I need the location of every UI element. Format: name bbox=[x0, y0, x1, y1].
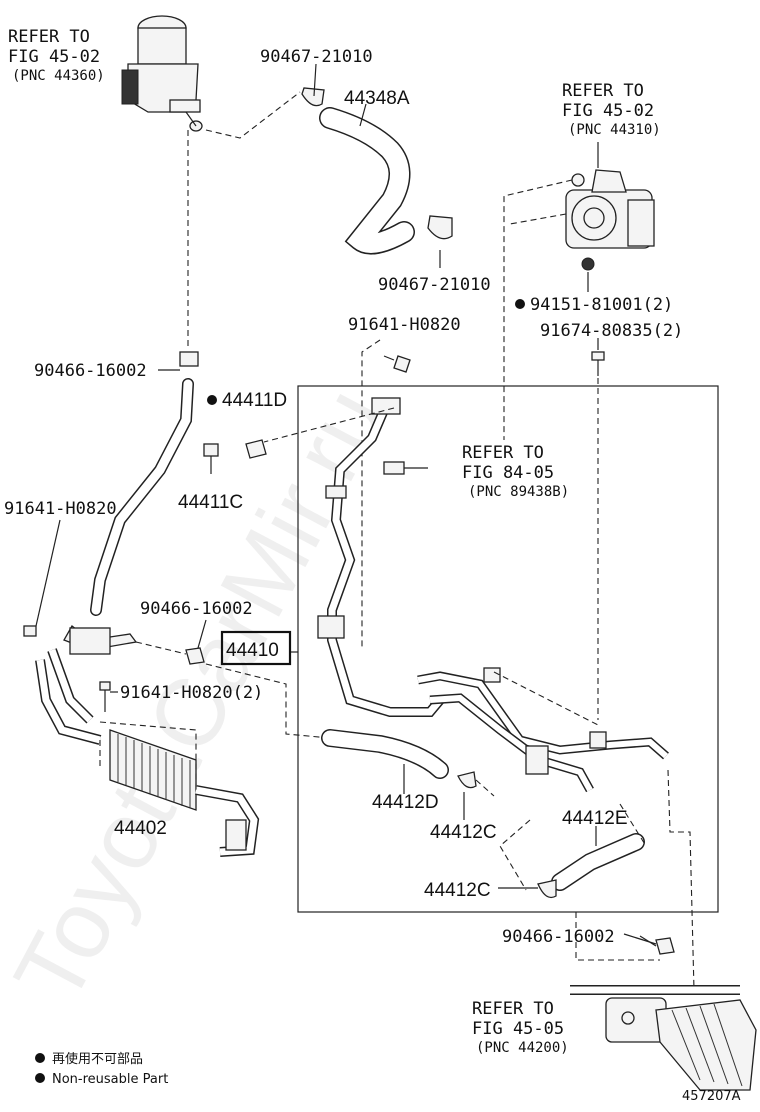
ref-pump-line3: (PNC 44310) bbox=[568, 122, 661, 138]
part-90466-16002-mid: 90466-16002 bbox=[140, 599, 253, 619]
tube-assembly-icon bbox=[417, 667, 669, 793]
ref-gear-line2: FIG 45-05 bbox=[472, 1019, 564, 1039]
clamp-icon bbox=[457, 771, 477, 789]
reservoir-icon bbox=[121, 15, 203, 132]
part-90467-21010-top: 90467-21010 bbox=[260, 47, 373, 67]
part-44410: 44410 bbox=[226, 640, 279, 661]
hose-44348A-icon bbox=[319, 107, 415, 255]
part-44412E: 44412E bbox=[562, 808, 628, 829]
bolt-icon bbox=[383, 355, 411, 373]
legend-en: Non-reusable Part bbox=[52, 1072, 168, 1087]
hose-44412D-icon bbox=[321, 729, 449, 779]
part-90467-21010-mid: 90467-21010 bbox=[378, 275, 491, 295]
clamp-icon bbox=[185, 647, 205, 665]
clamp-icon bbox=[655, 937, 675, 955]
ref-reservoir-line3: (PNC 44360) bbox=[12, 68, 105, 84]
part-91641-H0820-2: 91641-H0820(2) bbox=[120, 683, 263, 703]
clamp-icon bbox=[245, 439, 267, 459]
bolt-icon bbox=[23, 625, 37, 637]
assembly-box bbox=[297, 385, 719, 913]
ref-sensor-line3: (PNC 89438B) bbox=[468, 484, 569, 500]
non-reusable-marker bbox=[207, 395, 217, 405]
non-reusable-marker bbox=[515, 299, 525, 309]
clamp-icon bbox=[537, 879, 557, 899]
highlight-box bbox=[220, 630, 292, 666]
bolt-icon bbox=[99, 681, 111, 712]
part-44412C-low: 44412C bbox=[424, 880, 491, 901]
ref-pump-line2: FIG 45-02 bbox=[562, 101, 654, 121]
steering-gear-icon bbox=[570, 985, 757, 1091]
legend-marker bbox=[35, 1073, 45, 1083]
part-44412C-mid: 44412C bbox=[430, 822, 497, 843]
ref-pump-line1: REFER TO bbox=[562, 81, 644, 101]
part-91674-80835: 91674-80835(2) bbox=[540, 321, 683, 341]
return-tube-icon bbox=[90, 351, 199, 616]
bolt-icon bbox=[591, 351, 605, 376]
hose-44412E-icon bbox=[551, 833, 645, 891]
clamp-icon bbox=[301, 87, 453, 240]
oil-cooler-icon bbox=[35, 625, 260, 857]
union-bolt-icon bbox=[203, 443, 219, 474]
ref-reservoir-line1: REFER TO bbox=[8, 27, 90, 47]
part-91641-H0820-top: 91641-H0820 bbox=[348, 315, 461, 335]
legend-marker bbox=[35, 1053, 45, 1063]
part-90466-16002-top: 90466-16002 bbox=[34, 361, 147, 381]
part-44411C: 44411C bbox=[178, 492, 243, 513]
part-44411D: 44411D bbox=[222, 390, 287, 411]
ref-sensor-line2: FIG 84-05 bbox=[462, 463, 554, 483]
ref-sensor-line1: REFER TO bbox=[462, 443, 544, 463]
part-44402: 44402 bbox=[114, 818, 167, 839]
ref-gear-line1: REFER TO bbox=[472, 999, 554, 1019]
part-44348A: 44348A bbox=[344, 88, 410, 109]
pressure-sensor-icon bbox=[383, 461, 428, 475]
ref-reservoir-line2: FIG 45-02 bbox=[8, 47, 100, 67]
ref-gear-line3: (PNC 44200) bbox=[476, 1040, 569, 1056]
part-44412D: 44412D bbox=[372, 792, 439, 813]
part-94151-81001: 94151-81001(2) bbox=[530, 295, 673, 315]
diagram-id: 457207A bbox=[682, 1089, 741, 1104]
pump-icon bbox=[565, 169, 655, 271]
part-91641-H0820-left: 91641-H0820 bbox=[4, 499, 117, 519]
part-90466-16002-low: 90466-16002 bbox=[502, 927, 615, 947]
pressure-hose-icon bbox=[317, 397, 445, 717]
legend-jp: 再使用不可部品 bbox=[52, 1051, 143, 1067]
